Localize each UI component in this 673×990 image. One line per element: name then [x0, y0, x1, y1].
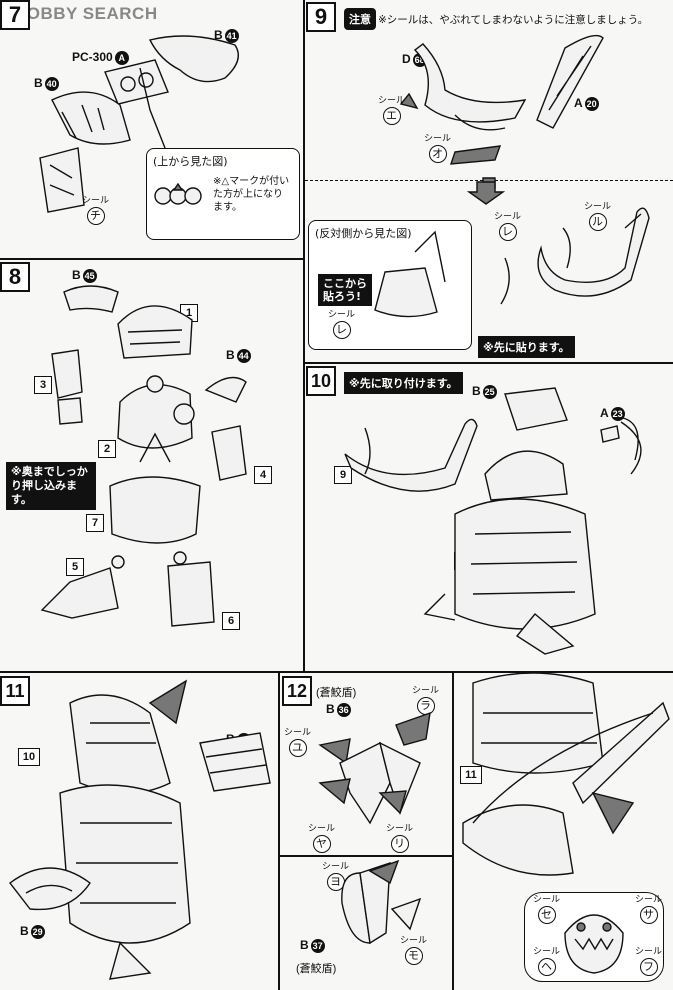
step-12-number: 12: [282, 676, 312, 706]
seal-ya: シールヤ: [308, 824, 335, 853]
seal-re-small: シールレ: [328, 310, 355, 339]
seal-o: シールオ: [424, 134, 451, 163]
seal-sa: シールサ: [635, 895, 662, 924]
shark-face-detail: シールセ シールサ シールヘ シールフ: [524, 892, 664, 982]
step-7-illustration: [39, 35, 239, 213]
shark-face-illustration: [564, 914, 624, 974]
here-label: ここから貼ろう!: [318, 274, 372, 306]
seal-se: シールセ: [533, 895, 560, 924]
part-4-box: 4: [254, 466, 272, 484]
step-10-note: ※先に取り付けます。: [344, 372, 463, 394]
divider-h-right-9-10: [303, 362, 673, 364]
part-9-box: 9: [334, 466, 352, 484]
top-view-note: ※△マークが付いた方が上になります。: [213, 176, 290, 213]
seal-chi: シールチ: [82, 196, 109, 225]
top-view-bubble: (上から見た図) ※△マークが付いた方が上になります。: [146, 148, 300, 240]
caution-badge: 注意: [344, 8, 376, 30]
divider-v-12: [452, 673, 454, 990]
divider-vertical-bottom: [278, 671, 280, 990]
part-5-box: 5: [66, 558, 84, 576]
divider-h-full: [0, 671, 673, 673]
step-8-illustration: [40, 285, 247, 627]
seal-he: シールヘ: [533, 947, 560, 976]
part-6-box: 6: [222, 612, 240, 630]
opposite-view-title: (反対側から見た図): [315, 227, 412, 240]
step-9-top-illustration: [399, 34, 604, 189]
step-10-illustration: [344, 387, 642, 655]
apply-first-note: ※先に貼ります。: [478, 336, 575, 358]
step-12-shield-illustration: [318, 711, 431, 945]
step-8-number: 8: [0, 262, 30, 292]
shield-title: (蒼鮫盾): [316, 687, 357, 699]
part-2-box: 2: [98, 440, 116, 458]
divider-vertical-top: [303, 0, 305, 672]
seal-re: シールレ: [494, 212, 521, 241]
step-9-number: 9: [306, 2, 336, 32]
step-11-number: 11: [0, 676, 30, 706]
shield-title-bottom: (蒼鮫盾): [296, 963, 337, 975]
top-view-title: (上から見た図): [153, 155, 228, 168]
step-12-assembly-illustration: [462, 672, 670, 876]
step-8-note: ※奥までしっかり押し込みます。: [6, 462, 96, 510]
seal-ri: シールリ: [386, 824, 413, 853]
step-9-bottom-illustration: [374, 181, 650, 318]
divider-h-left-7-8: [0, 258, 303, 260]
hobby-search-watermark: HOBBY SEARCH: [14, 4, 158, 23]
seal-ru: シールル: [584, 202, 611, 231]
part-10-box: 10: [18, 748, 40, 766]
divider-h-12: [280, 855, 452, 857]
part-3-box: 3: [34, 376, 52, 394]
caution-note: ※シールは、やぶれてしまわないように注意しましょう。: [378, 14, 649, 26]
seal-mo: シールモ: [400, 936, 427, 965]
step-7-number: 7: [0, 0, 30, 30]
step-11-illustration: [9, 679, 271, 980]
part-11-box: 11: [460, 766, 482, 784]
seal-fu: シールフ: [635, 947, 662, 976]
part-7-box: 7: [86, 514, 104, 532]
step-10-number: 10: [306, 366, 336, 396]
seal-yu: シールユ: [284, 728, 311, 757]
seal-e: シールエ: [378, 96, 405, 125]
